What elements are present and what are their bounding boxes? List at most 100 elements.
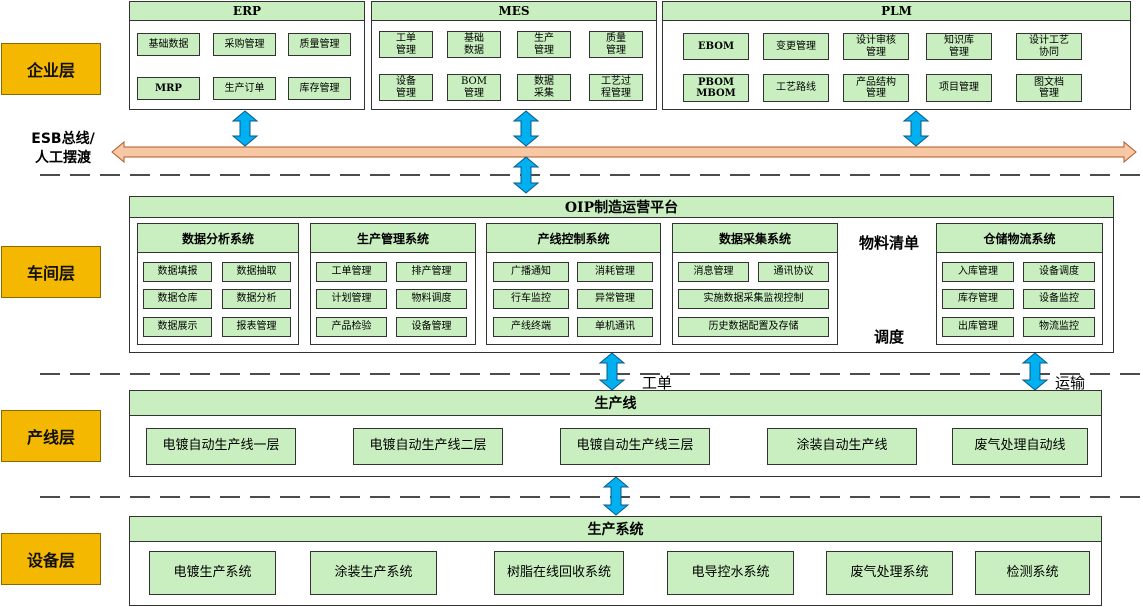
- mes-item[interactable]: 生产 管理: [517, 31, 571, 58]
- production-system-title: 生产系统: [130, 517, 1101, 542]
- production-mgmt-item[interactable]: 计划管理: [316, 289, 387, 309]
- line-control-item[interactable]: 行车监控: [493, 289, 569, 309]
- work-order-label: 工单: [642, 374, 673, 392]
- data-analysis-item[interactable]: 报表管理: [222, 317, 291, 337]
- erp-item[interactable]: 采购管理: [213, 33, 276, 56]
- production-mgmt-title: 生产管理系统: [311, 224, 475, 253]
- data-analysis-system: 数据分析系统 数据填报 数据抽取 数据仓库 数据分析 数据展示 报表管理: [137, 223, 299, 345]
- plm-title: PLM: [663, 2, 1130, 21]
- warehouse-item[interactable]: 设备调度: [1023, 262, 1095, 282]
- erp-item[interactable]: 库存管理: [288, 77, 351, 100]
- plm-item[interactable]: PBOM MBOM: [683, 74, 749, 102]
- plm-item[interactable]: 设计审核 管理: [843, 33, 909, 60]
- mes-item[interactable]: 工艺过 程管理: [589, 74, 643, 101]
- plm-item[interactable]: 设计工艺 协同: [1016, 33, 1082, 60]
- plm-panel: PLM EBOM 变更管理 设计审核 管理 知识库 管理 设计工艺 协同 PBO…: [662, 1, 1131, 110]
- warehouse-item[interactable]: 设备监控: [1023, 289, 1095, 309]
- layer-production-line: 产线层: [1, 410, 101, 462]
- erp-item[interactable]: 质量管理: [288, 33, 351, 56]
- esb-label-line1: ESB总线/: [31, 131, 95, 147]
- line-control-item[interactable]: 异常管理: [577, 289, 653, 309]
- line-control-item[interactable]: 单机通讯: [577, 317, 653, 337]
- production-system-item[interactable]: 废气处理系统: [826, 551, 953, 595]
- mes-item[interactable]: 工单 管理: [379, 31, 433, 58]
- erp-panel: ERP 基础数据 采购管理 质量管理 MRP 生产订单 库存管理: [129, 1, 365, 110]
- warehouse-system: 仓储物流系统 入库管理 设备调度 库存管理 设备监控 出库管理 物流监控: [936, 223, 1103, 345]
- mes-item[interactable]: 基础 数据: [447, 31, 501, 58]
- plm-item[interactable]: 产品结构 管理: [843, 74, 909, 102]
- production-mgmt-item[interactable]: 产品检验: [316, 317, 387, 337]
- oip-title: OIP制造运营平台: [130, 197, 1113, 218]
- production-mgmt-item[interactable]: 排产管理: [396, 262, 467, 282]
- production-line-item[interactable]: 电镀自动生产线一层: [146, 428, 296, 465]
- production-line-item[interactable]: 电镀自动生产线二层: [353, 428, 503, 465]
- material-list-label: 物料清单: [858, 234, 919, 252]
- mes-panel: MES 工单 管理 基础 数据 生产 管理 质量 管理 设备 管理 BOM 管理…: [371, 1, 657, 110]
- warehouse-title: 仓储物流系统: [937, 224, 1102, 253]
- production-line-item[interactable]: 废气处理自动线: [952, 428, 1088, 465]
- production-line-item[interactable]: 涂装自动生产线: [767, 428, 917, 465]
- production-system-item[interactable]: 电导控水系统: [667, 551, 794, 595]
- mes-item[interactable]: 数据 采集: [517, 74, 571, 101]
- production-mgmt-item[interactable]: 工单管理: [316, 262, 387, 282]
- oip-line-arrow: [598, 352, 626, 391]
- data-collection-item[interactable]: 实施数据采集监视控制: [678, 289, 829, 309]
- line-system-arrow: [602, 476, 630, 516]
- esb-label-line2: 人工摆渡: [35, 150, 91, 166]
- production-system-item[interactable]: 树脂在线回收系统: [494, 551, 624, 595]
- data-collection-item[interactable]: 消息管理: [678, 262, 749, 282]
- erp-item[interactable]: MRP: [137, 77, 200, 100]
- data-analysis-item[interactable]: 数据展示: [143, 317, 212, 337]
- line-control-item[interactable]: 广播通知: [493, 262, 569, 282]
- production-line-item[interactable]: 电镀自动生产线三层: [560, 428, 710, 465]
- data-analysis-item[interactable]: 数据仓库: [143, 289, 212, 309]
- warehouse-item[interactable]: 物流监控: [1023, 317, 1095, 337]
- data-collection-item[interactable]: 历史数据配置及存储: [678, 317, 829, 337]
- line-control-system: 产线控制系统 广播通知 消耗管理 行车监控 异常管理 产线终端 单机通讯: [486, 223, 661, 345]
- data-collection-title: 数据采集系统: [673, 224, 837, 253]
- data-collection-system: 数据采集系统 消息管理 通讯协议 实施数据采集监视控制 历史数据配置及存储: [672, 223, 838, 345]
- esb-bus-arrow: [111, 140, 1137, 164]
- production-system-item[interactable]: 涂装生产系统: [310, 551, 437, 595]
- data-analysis-item[interactable]: 数据分析: [222, 289, 291, 309]
- plm-item[interactable]: 知识库 管理: [926, 33, 992, 60]
- production-line-title: 生产线: [130, 391, 1101, 416]
- production-system-panel: 生产系统 电镀生产系统 涂装生产系统 树脂在线回收系统 电导控水系统 废气处理系…: [129, 516, 1102, 606]
- mes-item[interactable]: 设备 管理: [379, 74, 433, 101]
- line-control-item[interactable]: 产线终端: [493, 317, 569, 337]
- data-analysis-title: 数据分析系统: [138, 224, 298, 253]
- production-mgmt-system: 生产管理系统 工单管理 排产管理 计划管理 物料调度 产品检验 设备管理: [310, 223, 476, 345]
- mes-item[interactable]: 质量 管理: [589, 31, 643, 58]
- warehouse-line-arrow: [1021, 352, 1049, 391]
- layer-equipment: 设备层: [1, 533, 101, 585]
- oip-panel: OIP制造运营平台 数据分析系统 数据填报 数据抽取 数据仓库 数据分析 数据展…: [129, 196, 1114, 353]
- production-system-item[interactable]: 电镀生产系统: [149, 551, 276, 595]
- plm-item[interactable]: EBOM: [683, 33, 749, 60]
- plm-item[interactable]: 图文档 管理: [1016, 74, 1082, 102]
- warehouse-item[interactable]: 库存管理: [942, 289, 1014, 309]
- erp-title: ERP: [130, 2, 364, 21]
- esb-label: ESB总线/ 人工摆渡: [8, 130, 118, 168]
- layer-workshop: 车间层: [1, 246, 101, 298]
- plm-item[interactable]: 工艺路线: [763, 74, 829, 102]
- plm-item[interactable]: 项目管理: [926, 74, 992, 102]
- line-control-item[interactable]: 消耗管理: [577, 262, 653, 282]
- dispatch-label: 调度: [873, 328, 904, 346]
- erp-item[interactable]: 基础数据: [137, 33, 200, 56]
- layer-enterprise: 企业层: [1, 43, 101, 95]
- bus-oip-arrow: [512, 156, 540, 194]
- data-collection-item[interactable]: 通讯协议: [758, 262, 829, 282]
- plm-item[interactable]: 变更管理: [763, 33, 829, 60]
- data-analysis-item[interactable]: 数据抽取: [222, 262, 291, 282]
- production-mgmt-item[interactable]: 设备管理: [396, 317, 467, 337]
- production-line-panel: 生产线 电镀自动生产线一层 电镀自动生产线二层 电镀自动生产线三层 涂装自动生产…: [129, 390, 1102, 477]
- mes-item[interactable]: BOM 管理: [447, 74, 501, 101]
- erp-bus-arrow: [231, 110, 259, 147]
- warehouse-item[interactable]: 入库管理: [942, 262, 1014, 282]
- production-system-item[interactable]: 检测系统: [975, 551, 1090, 595]
- data-analysis-item[interactable]: 数据填报: [143, 262, 212, 282]
- line-control-title: 产线控制系统: [487, 224, 660, 253]
- erp-item[interactable]: 生产订单: [213, 77, 276, 100]
- production-mgmt-item[interactable]: 物料调度: [396, 289, 467, 309]
- warehouse-item[interactable]: 出库管理: [942, 317, 1014, 337]
